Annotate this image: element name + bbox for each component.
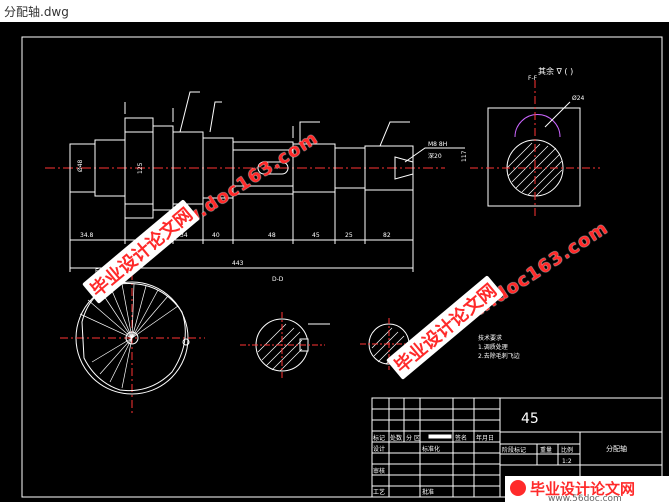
dim-m8: M8 8H — [428, 141, 447, 148]
watermark-footer — [505, 476, 669, 502]
ray — [91, 337, 133, 363]
roller-mark — [182, 338, 190, 346]
hatch — [265, 331, 301, 367]
tb-row-review: 审核 — [373, 467, 385, 475]
tb-header-6: 年月日 — [476, 434, 494, 442]
main-dims: 34.8 34 40 48 45 25 82 443 E-E D-D M8 8H… — [77, 66, 573, 283]
hatch — [527, 160, 563, 196]
hatch — [377, 335, 405, 363]
title-bar: 分配轴.dwg — [0, 0, 669, 22]
leader — [209, 101, 222, 133]
ray — [99, 337, 133, 375]
dim-dia48: Ø48 — [77, 159, 84, 172]
hatch — [535, 169, 563, 197]
tb-header-2: 处数 — [390, 434, 402, 442]
ray — [121, 337, 133, 389]
ray — [131, 285, 147, 339]
watermark-footer-cn: 毕业设计论文网 — [530, 480, 636, 498]
tb-stage-3: 比例 — [561, 446, 573, 454]
hatch — [257, 323, 287, 353]
roughness-note: 其余 ∇ ( ) — [538, 66, 573, 76]
view-dd — [240, 312, 330, 380]
tb-fill — [428, 434, 452, 439]
tb-row-design: 设计 — [373, 445, 385, 453]
ray — [79, 313, 133, 339]
ff-arc — [514, 114, 561, 138]
ff-dim: Ø24 — [572, 95, 585, 102]
tb-row-approve: 批准 — [422, 488, 434, 496]
title-block — [371, 397, 663, 498]
tb-header-5: 签名 — [455, 434, 467, 442]
ray — [131, 283, 135, 339]
ff-label: F-F — [528, 75, 538, 82]
dim-34-8: 34.8 — [80, 232, 94, 239]
tech-req-title: 技术要求 — [478, 334, 502, 342]
dim-45: 45 — [312, 232, 320, 239]
dim-34: 34 — [180, 232, 188, 239]
ray — [109, 285, 133, 339]
tb-weight: 45 — [521, 411, 539, 427]
view-ee-cam — [60, 272, 205, 414]
ray — [121, 283, 133, 339]
section-label-d: D-D — [272, 276, 284, 283]
dd-hatch — [257, 323, 303, 372]
tb-part-name: 分配轴 — [606, 444, 627, 453]
dim-125: 125 — [137, 162, 144, 174]
drawing-viewport[interactable]: 34.8 34 40 48 45 25 82 443 E-E D-D M8 8H… — [0, 22, 669, 502]
leader — [179, 91, 200, 133]
cam-hole — [125, 331, 139, 345]
watermark-logo-icon — [510, 480, 526, 496]
keyway — [257, 161, 289, 175]
tb-stage-1: 阶段标记 — [502, 446, 526, 454]
ray — [131, 305, 179, 339]
tech-req-item-2: 2.去除毛刺飞边 — [478, 352, 520, 360]
tb-row-process: 工艺 — [373, 488, 385, 496]
title-block-text: 45 分配轴 1:2 标记 处数 分 区 签名 年月日 设计 标准化 审核 工艺… — [373, 411, 627, 496]
shaft-main-view — [45, 91, 465, 272]
dim-48: 48 — [268, 232, 276, 239]
dim-82: 82 — [383, 232, 391, 239]
watermark-footer-url: www.56doc.com — [548, 494, 622, 502]
tb-scale: 1:2 — [562, 458, 572, 465]
hatch — [521, 153, 561, 193]
drawing-frame — [21, 36, 663, 498]
dim-overall-443: 443 — [232, 260, 244, 267]
dim-40: 40 — [212, 232, 220, 239]
ray — [131, 295, 169, 339]
tech-req-item-1: 1.调质处理 — [478, 343, 508, 351]
hatch — [279, 348, 303, 372]
file-title: 分配轴.dwg — [4, 5, 69, 19]
dim-25: 25 — [345, 232, 353, 239]
leader — [404, 147, 465, 163]
leader — [299, 121, 320, 144]
ray — [87, 299, 133, 339]
tb-header-1: 标记 — [373, 434, 385, 442]
leader — [544, 101, 571, 128]
leader — [379, 121, 410, 147]
tb-header-3: 分 区 — [406, 434, 420, 442]
hatch — [511, 145, 549, 183]
view-ff — [470, 80, 600, 218]
dim-117: 117 — [461, 150, 468, 162]
tb-stage-2: 重量 — [540, 446, 552, 454]
tb-row-standard: 标准化 — [422, 445, 440, 453]
hatch — [261, 327, 295, 361]
cad-drawing: 34.8 34 40 48 45 25 82 443 E-E D-D M8 8H… — [21, 36, 663, 498]
ray — [109, 337, 133, 383]
dim-depth: 深20 — [428, 152, 442, 160]
hatch — [506, 142, 533, 169]
ff-block — [487, 107, 581, 207]
cam-rays — [79, 283, 179, 389]
ray — [131, 289, 159, 339]
